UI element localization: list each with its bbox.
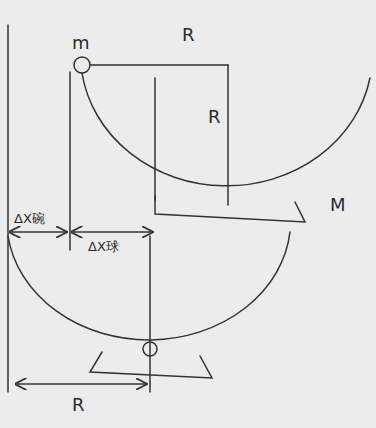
radius-label: R	[208, 108, 221, 126]
displacement-label: ΔX碗	[14, 212, 45, 225]
bowl-arc-lower	[8, 232, 290, 340]
radius-label: R	[182, 26, 195, 44]
bowl-arc	[82, 73, 370, 186]
mass-label: m	[72, 34, 90, 52]
ball	[74, 57, 90, 73]
radius-label: R	[72, 396, 85, 414]
displacement-label: ΔX球	[88, 240, 119, 253]
mass-label: M	[330, 196, 346, 214]
